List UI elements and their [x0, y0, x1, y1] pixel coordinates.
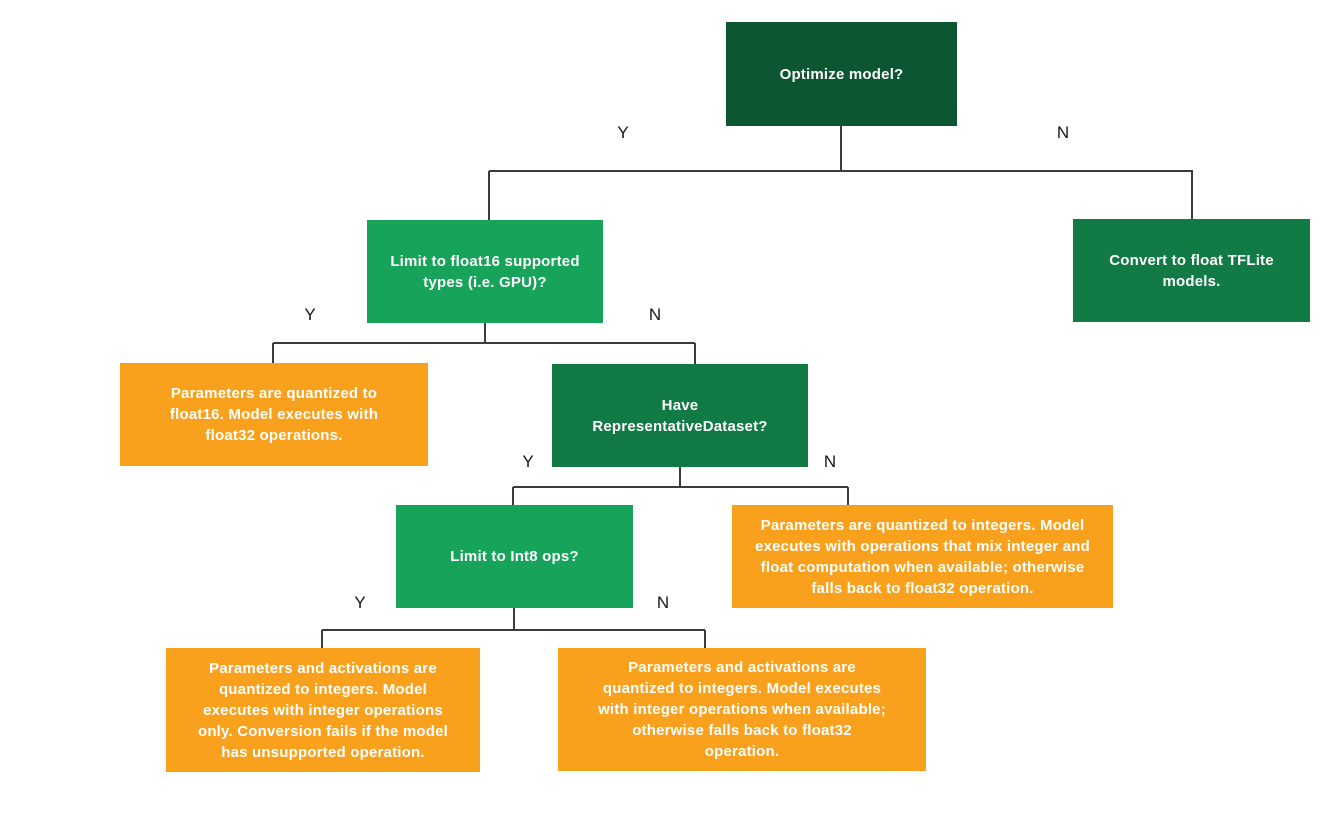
node-have-representative-dataset-label: Have RepresentativeDataset? [592, 396, 768, 435]
connector-repdataset-horizontal [513, 486, 848, 488]
connector-optimize-yes-drop [488, 171, 490, 220]
connector-float16-stem [484, 323, 486, 343]
branch-label-optimize-no: N [1056, 123, 1070, 142]
node-integer-fallback-result-label: Parameters and activations are quantized… [598, 659, 886, 760]
branch-label-float16-yes: Y [304, 305, 316, 324]
node-mixed-integer-float-result: Parameters are quantized to integers. Mo… [732, 505, 1113, 608]
connector-int8-horizontal [322, 629, 705, 631]
node-convert-float-tflite-label: Convert to float TFLite models. [1109, 251, 1274, 290]
connector-int8-stem [513, 608, 515, 630]
branch-label-repdataset-yes: Y [522, 452, 534, 471]
connector-repdataset-yes-drop [512, 487, 514, 505]
branch-label-int8-no: N [656, 593, 670, 612]
connector-repdataset-stem [679, 467, 681, 487]
connector-optimize-stem [840, 126, 842, 171]
branch-label-optimize-yes: Y [617, 123, 629, 142]
node-limit-int8-ops-label: Limit to Int8 ops? [450, 548, 579, 565]
node-integer-fallback-result: Parameters and activations are quantized… [558, 648, 926, 771]
connector-float16-horizontal [273, 342, 695, 344]
node-integer-only-result-label: Parameters and activations are quantized… [197, 659, 449, 761]
node-limit-float16-label: Limit to float16 supported types (i.e. G… [390, 252, 580, 291]
node-limit-int8-ops: Limit to Int8 ops? [396, 505, 633, 608]
node-limit-float16: Limit to float16 supported types (i.e. G… [367, 220, 603, 323]
connector-int8-yes-drop [321, 630, 323, 648]
node-integer-only-result: Parameters and activations are quantized… [166, 648, 480, 772]
connector-float16-yes-drop [272, 343, 274, 363]
branch-label-int8-yes: Y [354, 593, 366, 612]
branch-label-repdataset-no: N [823, 452, 837, 471]
node-optimize-model: Optimize model? [726, 22, 957, 126]
branch-label-float16-no: N [648, 305, 662, 324]
connector-float16-no-drop [694, 343, 696, 364]
node-float16-quantization-result-label: Parameters are quantized to float16. Mod… [169, 385, 379, 444]
connector-optimize-horizontal [489, 170, 1193, 172]
node-float16-quantization-result: Parameters are quantized to float16. Mod… [120, 363, 428, 466]
node-mixed-integer-float-result-label: Parameters are quantized to integers. Mo… [755, 516, 1090, 597]
connector-int8-no-drop [704, 630, 706, 648]
node-convert-float-tflite: Convert to float TFLite models. [1073, 219, 1310, 322]
connector-optimize-no-drop [1191, 171, 1193, 219]
node-have-representative-dataset: Have RepresentativeDataset? [552, 364, 808, 467]
node-optimize-model-label: Optimize model? [779, 65, 904, 83]
connector-repdataset-no-drop [847, 487, 849, 505]
